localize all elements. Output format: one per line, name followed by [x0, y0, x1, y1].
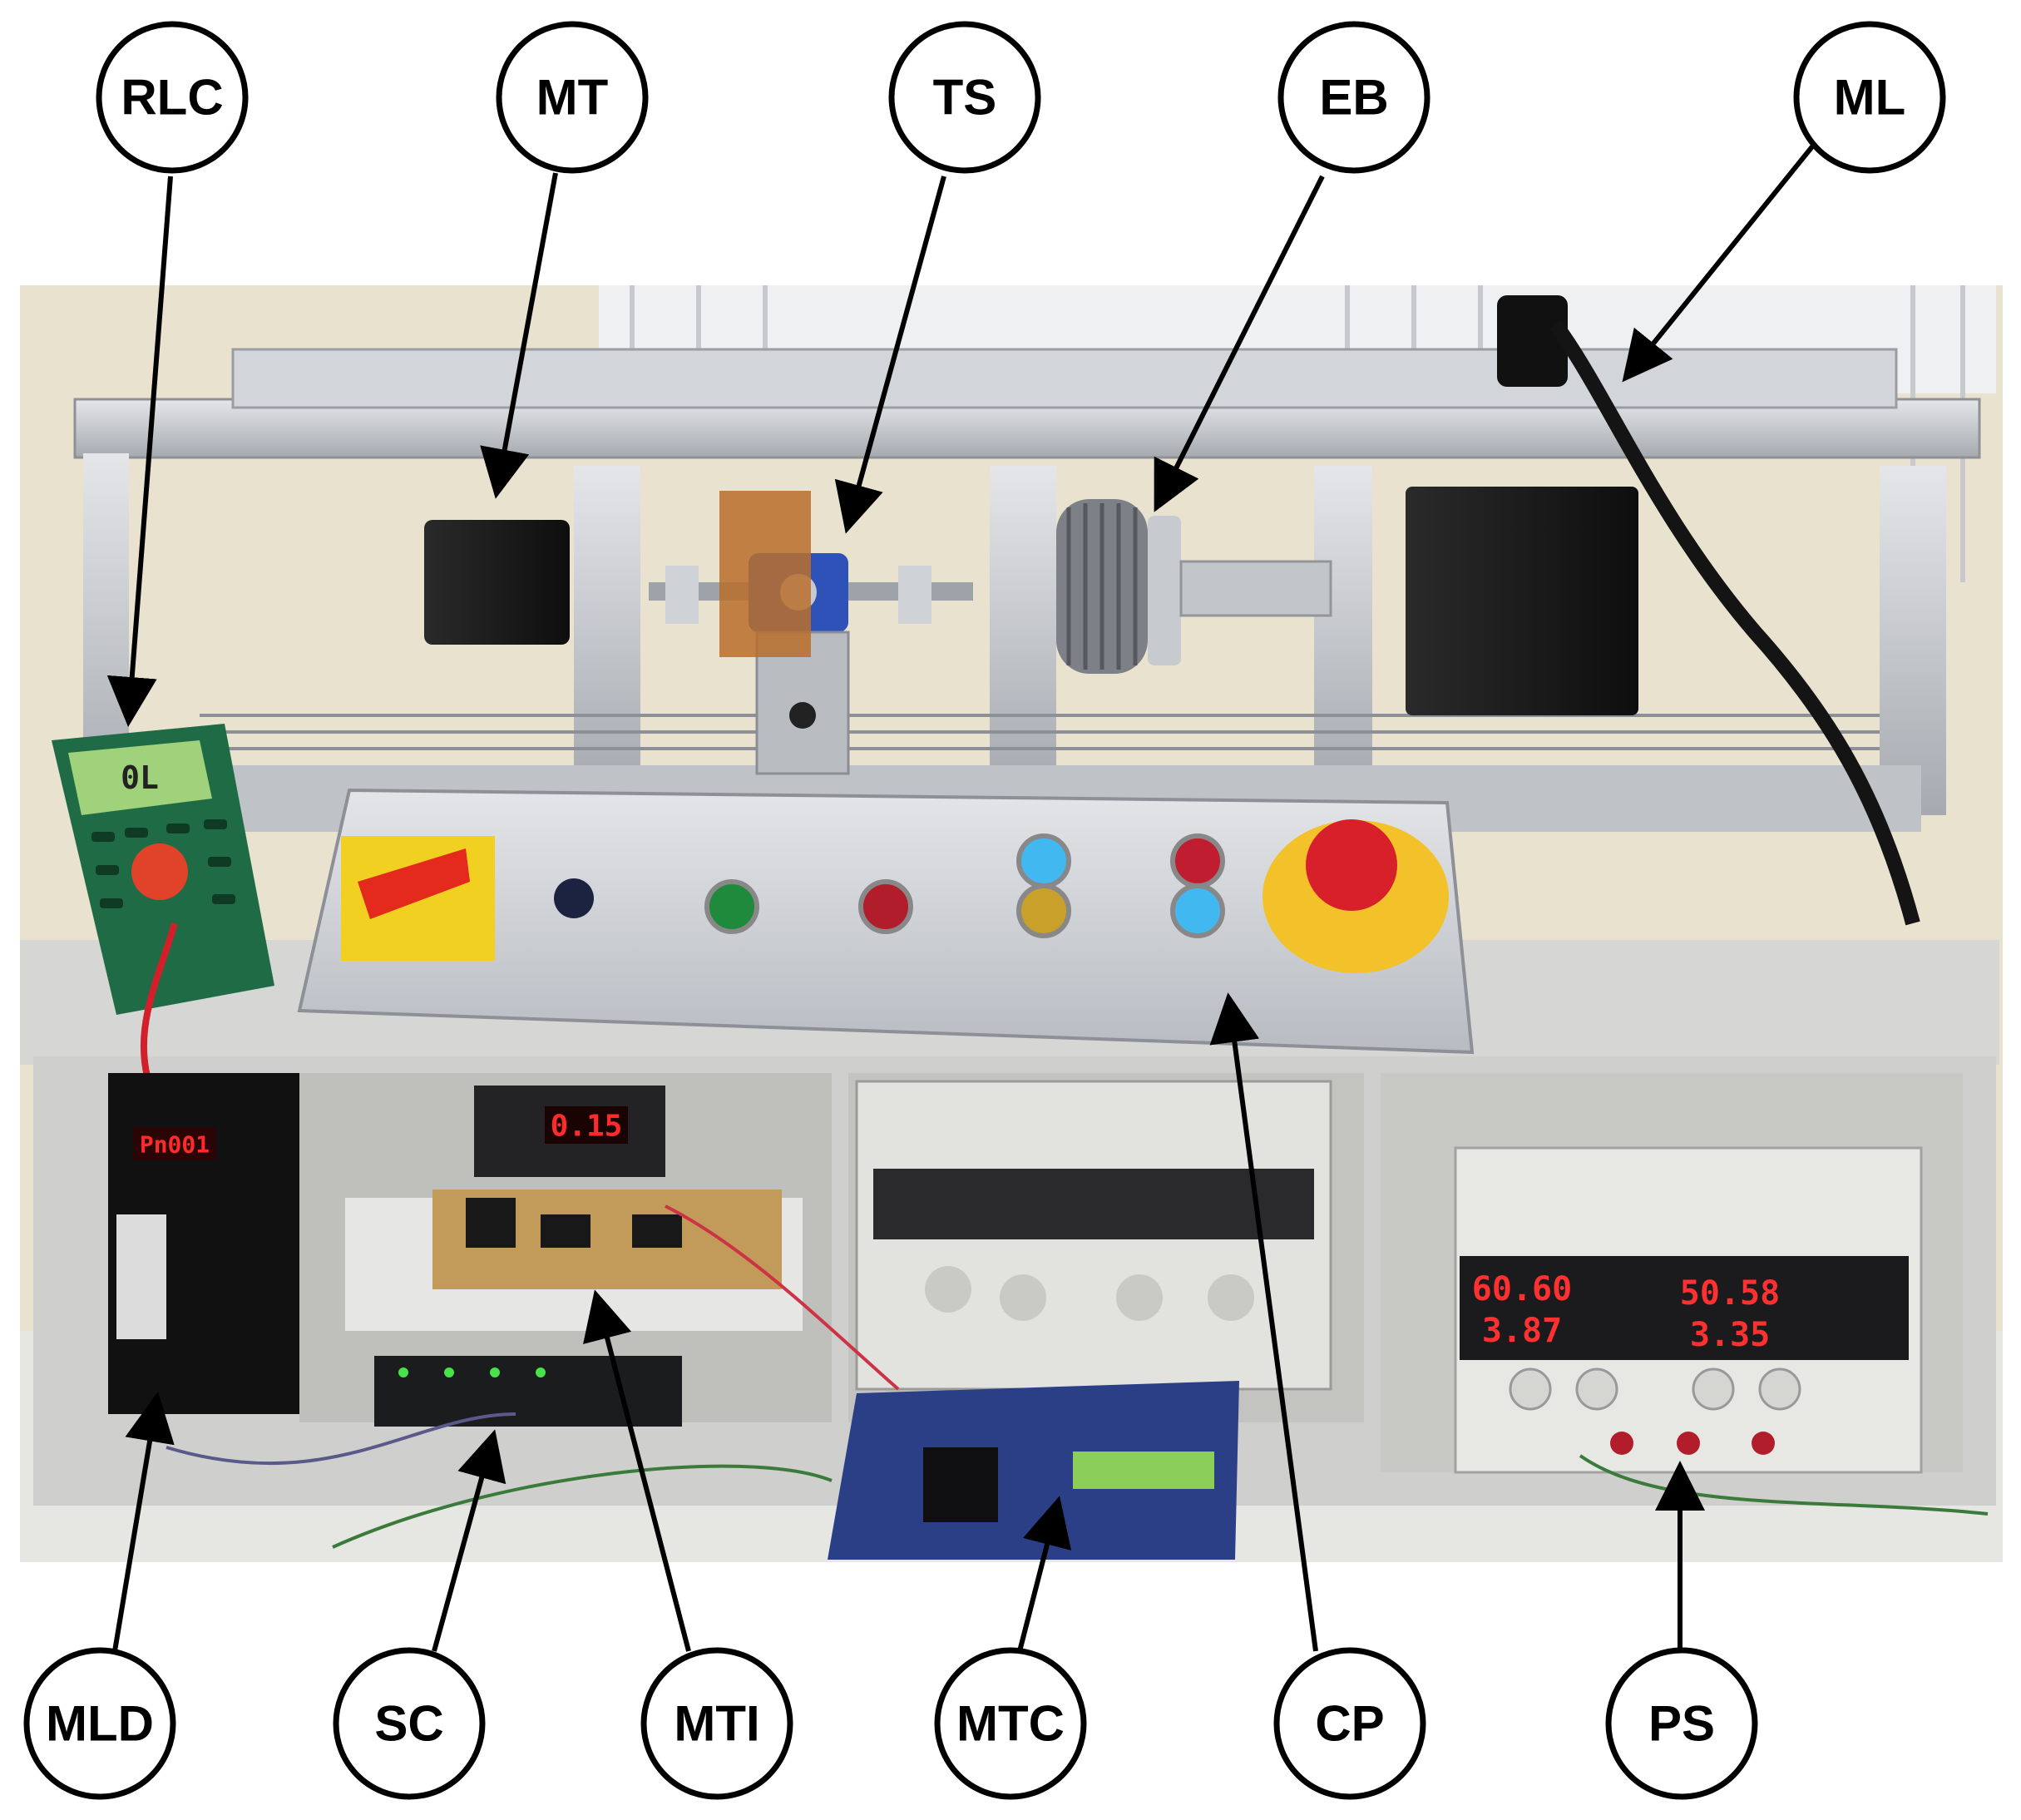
callout-sc: SC: [333, 1647, 486, 1800]
network-card: [374, 1356, 682, 1427]
callout-ml-label: ML: [1834, 70, 1906, 126]
ps-right-bottom: 3.35: [1690, 1316, 1770, 1354]
leader-mtc: [1017, 1496, 1072, 1652]
callout-ts: TS: [888, 21, 1041, 174]
leader-eb: [1154, 175, 1325, 512]
drive-motor: [424, 520, 570, 645]
interface-unit: 0.15: [345, 1086, 803, 1331]
callout-ml: ML: [1793, 21, 1946, 174]
fpga-board: [828, 1381, 1239, 1560]
callout-mti: MTI: [640, 1647, 793, 1800]
key-switch: [554, 878, 594, 918]
callout-mti-label: MTI: [674, 1696, 759, 1752]
leader-mti: [583, 1289, 691, 1652]
leader-mld: [112, 1392, 175, 1652]
leader-ml: [1622, 144, 1816, 383]
control-panel: [297, 788, 1475, 1055]
photo: 0L: [20, 285, 2003, 1562]
green-button: [704, 879, 759, 934]
brake: [1056, 499, 1332, 674]
callout-ps: PS: [1605, 1647, 1758, 1800]
panel-meter-display: 0.15: [551, 1110, 623, 1144]
ps-left-top: 60.60: [1472, 1270, 1572, 1308]
load-motor: [1406, 487, 1638, 715]
rlc-meter: 0L: [52, 724, 274, 1108]
callout-mtc: MTC: [934, 1647, 1087, 1800]
callout-mld: MLD: [23, 1647, 176, 1800]
blue-button-2: [1170, 883, 1225, 938]
main-switch-handle: [358, 848, 470, 919]
callouts: RLC MT TS EB ML MLD SC MTI: [23, 21, 1946, 1800]
load-motor-connector: [1497, 295, 1568, 387]
callout-ts-label: TS: [933, 70, 997, 126]
leader-mt: [480, 172, 558, 499]
callout-eb: EB: [1277, 21, 1431, 174]
callout-sc-label: SC: [374, 1696, 443, 1752]
leader-rlc: [106, 176, 173, 727]
yellow-button: [1016, 883, 1071, 938]
callout-mt: MT: [496, 21, 649, 174]
motor-drive: Pn001: [108, 1073, 299, 1414]
blue-button-1: [1016, 833, 1071, 888]
ps-left-bottom: 3.87: [1482, 1312, 1562, 1350]
leader-lines: [106, 144, 1816, 1652]
callout-ps-label: PS: [1648, 1696, 1715, 1752]
leader-cp: [1209, 992, 1318, 1652]
load-motor-cable: [1549, 319, 1920, 926]
callout-mld-label: MLD: [46, 1696, 154, 1752]
drive-display: Pn001: [140, 1131, 210, 1159]
callout-cp-label: CP: [1315, 1696, 1384, 1752]
dc-power-supply: 60.60 3.87 50.58 3.35: [1454, 1146, 1923, 1474]
callout-mt-label: MT: [536, 70, 609, 126]
callout-rlc-label: RLC: [121, 70, 223, 126]
torque-sensor: [649, 491, 973, 775]
callout-mtc-label: MTC: [956, 1696, 1065, 1752]
callout-eb-label: EB: [1319, 70, 1388, 126]
callout-cp: CP: [1273, 1647, 1426, 1800]
red-button-1: [858, 879, 913, 934]
cables: [166, 1204, 1989, 1549]
lcr-meter-display: 0L: [121, 759, 159, 796]
red-button-2: [1170, 833, 1225, 888]
callout-rlc: RLC: [96, 21, 249, 174]
leader-sc: [432, 1429, 506, 1652]
wooden-board: [719, 491, 811, 657]
ps-right-top: 50.58: [1680, 1274, 1780, 1313]
leader-ts: [834, 176, 946, 534]
bench-supply: [855, 1080, 1332, 1391]
estop-button: [1306, 819, 1397, 911]
